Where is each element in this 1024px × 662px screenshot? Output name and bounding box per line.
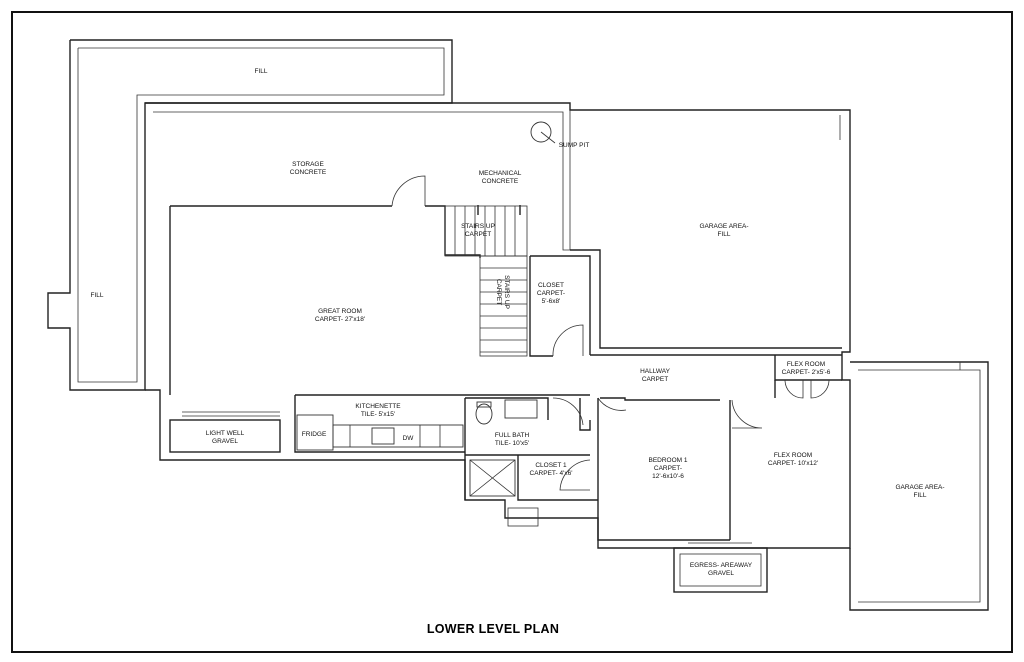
garage-area-1-label: GARAGE AREA-FILL [699,223,748,238]
dw-label: DW [403,435,415,442]
egress-areaway [673,542,768,593]
full-bath-fixtures [464,397,590,500]
closet-top-walls [529,255,591,357]
fill-area-outline [47,39,453,391]
stairs-lower [479,255,528,357]
closet-1-walls [507,455,598,527]
storage-walls [169,175,521,395]
fill-top-label: FILL [254,68,267,75]
garage-area-2-label: GARAGE AREA-FILL [895,484,944,499]
kitchenette-fixtures [294,395,465,453]
garage-walls [570,249,989,611]
lower-room-walls [295,354,842,541]
fill-left-label: FILL [90,292,103,299]
fridge-label: FRIDGE [302,431,327,438]
page-border [11,11,1013,653]
stairs-up-2-label: STAIRS UPCARPET [495,275,510,309]
plan-title: LOWER LEVEL PLAN [427,622,559,636]
sump-pit-label: SUMP PIT [559,142,590,149]
sump-pit [530,121,556,144]
light-well [169,411,281,453]
